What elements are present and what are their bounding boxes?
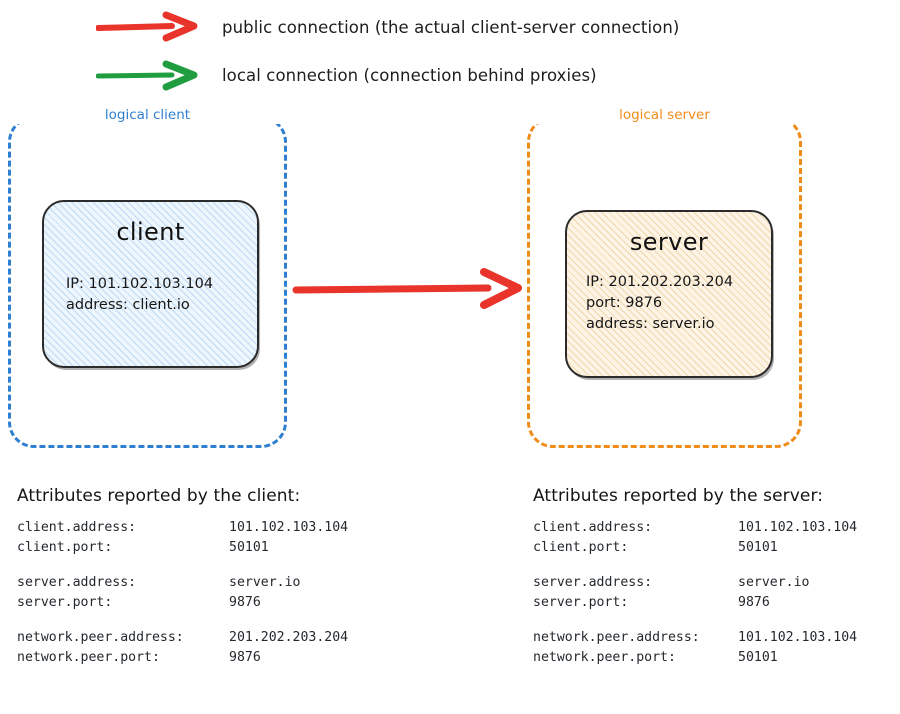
public-connection-arrow [292,268,522,309]
client-node-title: client [116,218,185,246]
client-attributes-heading: Attributes reported by the client: [17,486,301,506]
attribute-value: 50101 [229,539,269,555]
attribute-group: client.address: 101.102.103.104 client.p… [533,518,857,557]
attribute-value: 9876 [229,594,261,610]
client-node-prop-ip: IP: 101.102.103.104 [66,276,214,292]
server-node-properties: IP: 201.202.203.204 port: 9876 address: … [567,272,771,335]
legend-item-public-connection: public connection (the actual client-ser… [96,10,679,44]
legend-label-local-connection: local connection (connection behind prox… [222,65,597,85]
client-node-prop-address: address: client.io [66,297,190,314]
attribute-key: network.peer.port: [17,649,160,665]
attribute-value: server.io [738,575,810,591]
logical-client-container: logical client [8,106,287,448]
attribute-group: server.address: server.io server.port: 9… [533,573,857,612]
logical-server-caption: logical server [530,106,799,124]
attribute-key: server.port: [533,594,629,610]
attribute-group: network.peer.address: 101.102.103.104 ne… [533,628,857,667]
server-node-prop-port: port: 9876 [586,295,663,312]
attribute-value: 9876 [738,594,770,610]
attribute-value: 9876 [229,649,261,665]
attribute-key: client.address: [533,520,653,535]
attribute-key: network.peer.port: [533,649,676,665]
attribute-group: server.address: server.io server.port: 9… [17,573,348,612]
attribute-key: client.address: [17,520,137,535]
attribute-key: client.port: [533,539,629,555]
attribute-value: 101.102.103.104 [738,520,858,535]
client-node: client IP: 101.102.103.104 address: clie… [42,200,259,368]
legend-item-local-connection: local connection (connection behind prox… [96,58,597,92]
server-node-title: server [629,228,709,256]
attribute-value: 50101 [738,649,778,665]
logical-client-caption: logical client [11,106,284,124]
attribute-value: 50101 [738,539,778,555]
attribute-key: network.peer.address: [17,630,184,646]
attribute-value: server.io [229,575,301,591]
attribute-key: network.peer.address: [533,630,700,646]
attribute-value: 101.102.103.104 [229,520,349,535]
attribute-key: server.address: [17,575,137,591]
legend-label-public-connection: public connection (the actual client-ser… [222,17,680,37]
red-arrow-icon [96,11,198,42]
attribute-group: network.peer.address: 201.202.203.204 ne… [17,628,348,667]
green-arrow-icon [96,60,198,91]
server-node-prop-address: address: server.io [586,316,715,333]
attribute-key: server.address: [533,575,653,591]
logical-server-container: logical server [527,106,802,448]
server-node: server IP: 201.202.203.204 port: 9876 ad… [565,210,773,378]
attribute-key: server.port: [17,594,113,610]
attribute-value: 201.202.203.204 [229,630,349,646]
server-node-prop-ip: IP: 201.202.203.204 [586,274,734,290]
client-node-properties: IP: 101.102.103.104 address: client.io [44,274,257,316]
attribute-value: 101.102.103.104 [738,630,858,646]
server-attributes-heading: Attributes reported by the server: [533,486,824,506]
attribute-group: client.address: 101.102.103.104 client.p… [17,518,348,557]
client-attributes-panel: Attributes reported by the client: clien… [17,486,348,667]
attribute-key: client.port: [17,539,113,555]
server-attributes-panel: Attributes reported by the server: clien… [533,486,857,667]
